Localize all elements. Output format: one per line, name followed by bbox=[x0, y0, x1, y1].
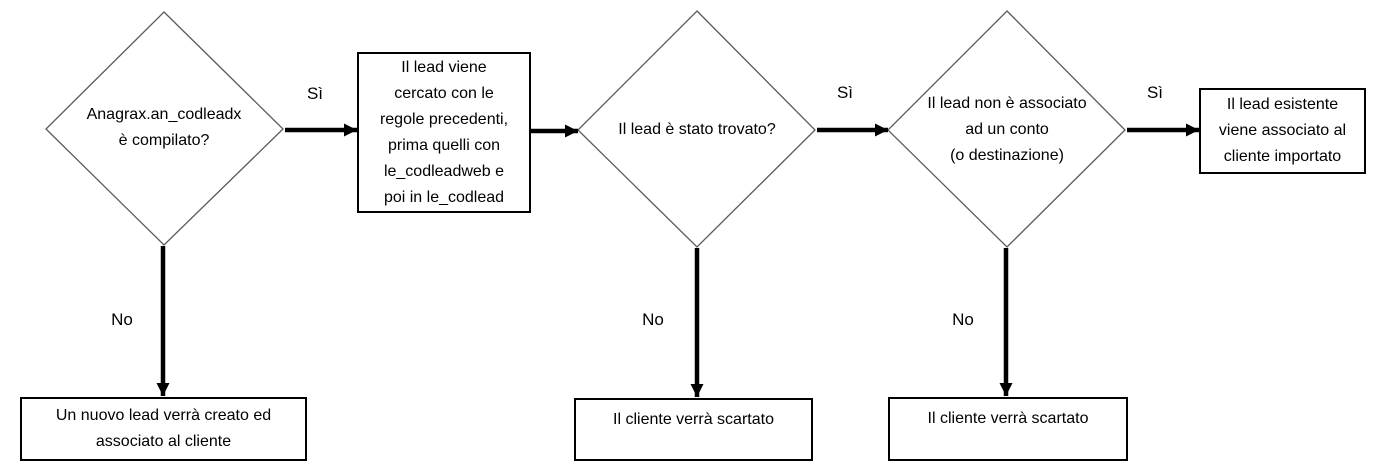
terminal-associate-existing: Il lead esistente viene associato al cli… bbox=[1199, 88, 1366, 174]
decision-codleadx-label: Anagrax.an_codleadx è compilato? bbox=[86, 106, 242, 149]
edge-label-no-2: No bbox=[642, 310, 664, 329]
terminal-discard-1: Il cliente verrà scartato bbox=[574, 398, 813, 461]
decision-diamond-codleadx bbox=[45, 11, 284, 246]
process-search-lead: Il lead viene cercato con le regole prec… bbox=[357, 52, 531, 213]
edge-label-no-3: No bbox=[952, 310, 974, 329]
edge-label-yes-3: Sì bbox=[1146, 83, 1164, 102]
edge-label-no-1: No bbox=[111, 310, 133, 329]
decision-diamond-lead-found bbox=[577, 10, 816, 248]
terminal-new-lead: Un nuovo lead verrà creato ed associato … bbox=[20, 397, 307, 461]
decision-diamond-lead-not-associated bbox=[887, 10, 1126, 248]
edge-label-yes-2: Sì bbox=[836, 83, 854, 102]
decision-lead-found-label: Il lead è stato trovato? bbox=[618, 121, 776, 138]
decision-lead-not-associated-label: Il lead non è associato ad un conto (o d… bbox=[927, 95, 1087, 164]
edge-label-yes-1: Sì bbox=[306, 84, 324, 103]
terminal-discard-2: Il cliente verrà scartato bbox=[888, 397, 1128, 461]
